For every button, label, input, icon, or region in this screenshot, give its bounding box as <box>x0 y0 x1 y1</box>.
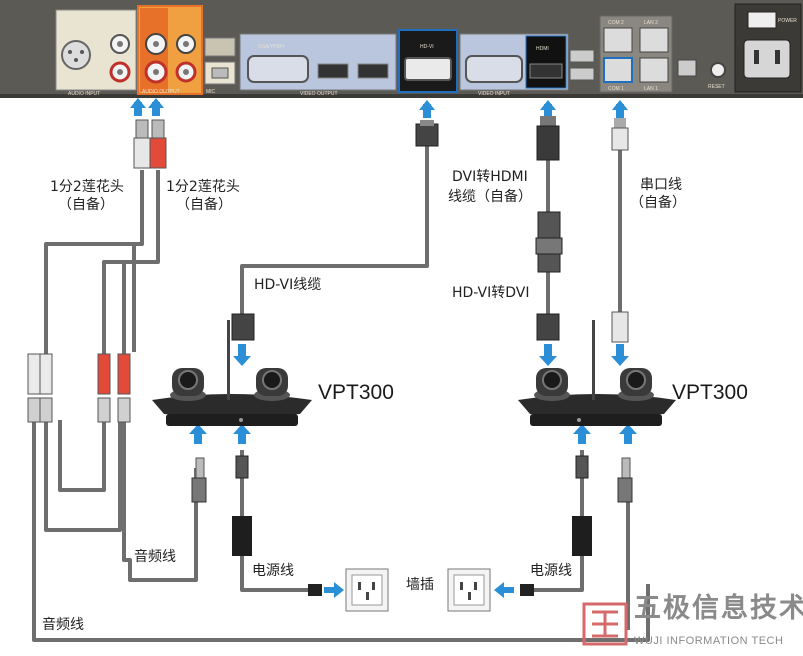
panel-hdmi-label: HDMI <box>536 46 549 52</box>
power-adapter-left <box>232 516 252 556</box>
panel-hdvi-label: HD-VI <box>420 44 434 50</box>
watermark-cn: 五极信息技术 <box>634 593 803 624</box>
watermark-en: WUJI INFORMATION TECH <box>634 635 784 647</box>
usb-port-1 <box>569 49 595 63</box>
hdvi-cable-label: HD-VI线缆 <box>254 277 322 293</box>
panel-com2-label: COM 2 <box>608 20 624 26</box>
panel-mic-label: MIC <box>206 89 216 95</box>
hdvi-plug-top <box>415 120 439 147</box>
splitter-plugs <box>27 353 131 423</box>
panel-audio-output-label: AUDIO OUTPUT <box>142 89 180 95</box>
audio-cable-label-2: 音频线 <box>42 617 84 633</box>
vga-output-port <box>247 55 309 83</box>
camera-plugs <box>191 311 633 503</box>
hdvi-dvi-label: HD-VI转DVI <box>452 285 530 301</box>
reset-button <box>710 62 726 78</box>
rear-panel: AUDIO INPUT AUDIO OUTPUT MIC VIDEO OUTPU… <box>0 0 803 98</box>
panel-lan1-label: LAN 1 <box>644 86 658 92</box>
panel-arrows <box>130 98 628 118</box>
vga-input-port <box>465 55 523 83</box>
splitter-right-label: 1分2莲花头 <box>166 179 240 195</box>
com2-port <box>603 27 633 53</box>
panel-reset-label: RESET <box>708 84 725 90</box>
panel-power-label: POWER <box>778 18 797 24</box>
camera-right-label: VPT300 <box>672 381 748 404</box>
panel-video-input-label: VIDEO INPUT <box>478 91 510 97</box>
cables <box>32 144 650 642</box>
com1-port <box>603 57 633 83</box>
camera-right <box>518 320 676 426</box>
dvi-hdmi-label-line2: 线缆（自备） <box>448 189 532 205</box>
panel-audio-input-label: AUDIO INPUT <box>68 91 100 97</box>
serial-cable-sub-label: （自备） <box>630 195 686 211</box>
splitter-left-label: 1分2莲花头 <box>50 179 124 195</box>
dvi-hdmi-label-line1: DVI转HDMI <box>452 169 528 185</box>
hdmi-output-port-1 <box>317 63 349 79</box>
wall-socket-right <box>447 568 491 612</box>
panel-video-output-label: VIDEO OUTPUT <box>300 91 338 97</box>
audio-cable-label-1: 音频线 <box>134 549 176 565</box>
power-socket <box>743 39 791 79</box>
splitter-right-sub-label: （自备） <box>176 197 232 213</box>
xlr-input-icon <box>61 40 91 70</box>
panel-lan2-label: LAN 2 <box>644 20 658 26</box>
panel-com1-label: COM 1 <box>608 86 624 92</box>
lan2-port <box>639 27 669 53</box>
wall-socket-left <box>345 568 389 612</box>
panel-vga-label: VGA/YPbPr <box>258 44 285 50</box>
usb-port-2 <box>569 67 595 81</box>
power-switch <box>747 11 777 29</box>
hdvi-port <box>404 57 452 81</box>
power-cable-left-label: 电源线 <box>252 563 294 579</box>
hdmi-plug-top <box>536 116 560 161</box>
dvi-adapter <box>535 211 563 273</box>
hdmi-output-port-2 <box>357 63 389 79</box>
camera-left <box>152 320 312 426</box>
power-cable-right-label: 电源线 <box>530 563 572 579</box>
camera-left-label: VPT300 <box>318 381 394 404</box>
rca-plugs-top <box>133 119 167 169</box>
hdmi-input-port <box>529 63 563 79</box>
serial-cable-label: 串口线 <box>640 177 682 193</box>
serial-plug-top <box>611 118 629 151</box>
power-adapter-right <box>572 516 592 556</box>
watermark-logo-icon <box>582 602 628 646</box>
lan1-port <box>639 57 669 83</box>
blue-arrows <box>189 344 637 598</box>
wall-socket-label: 墙插 <box>406 577 434 593</box>
power-plugs <box>308 584 534 596</box>
splitter-left-sub-label: （自备） <box>58 197 114 213</box>
